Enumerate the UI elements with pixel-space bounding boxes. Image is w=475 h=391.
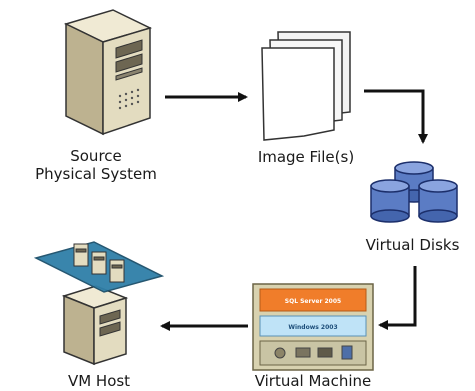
- database-cylinders-icon: [370, 161, 458, 223]
- vm-label: Virtual Machine: [254, 372, 372, 390]
- vm-row2-text: Windows 2003: [288, 324, 337, 331]
- host-label: VM Host: [67, 372, 131, 390]
- virtual-disks: [363, 160, 473, 235]
- virtual-machine-icon: SQL Server 2005 Windows 2003: [252, 283, 374, 371]
- arrow-disks-to-vm: [378, 266, 417, 330]
- source-label: Source Physical System: [26, 147, 166, 183]
- source-physical-system: [58, 6, 158, 136]
- image-label: Image File(s): [257, 148, 355, 166]
- disks-label: Virtual Disks: [365, 236, 460, 254]
- image-files: [254, 28, 364, 148]
- source-label-line1: Source: [70, 147, 122, 165]
- vm-host: [33, 236, 165, 366]
- vm-row1-text: SQL Server 2005: [285, 298, 341, 305]
- vm-host-server-icon: [33, 241, 165, 366]
- arrow-image-to-disks: [364, 89, 428, 144]
- virtual-machine: SQL Server 2005 Windows 2003: [252, 283, 374, 371]
- vm-device-icons: [274, 345, 353, 360]
- source-label-line2: Physical System: [35, 165, 157, 183]
- document-stack-icon: [261, 31, 351, 141]
- server-tower-icon: [63, 9, 153, 136]
